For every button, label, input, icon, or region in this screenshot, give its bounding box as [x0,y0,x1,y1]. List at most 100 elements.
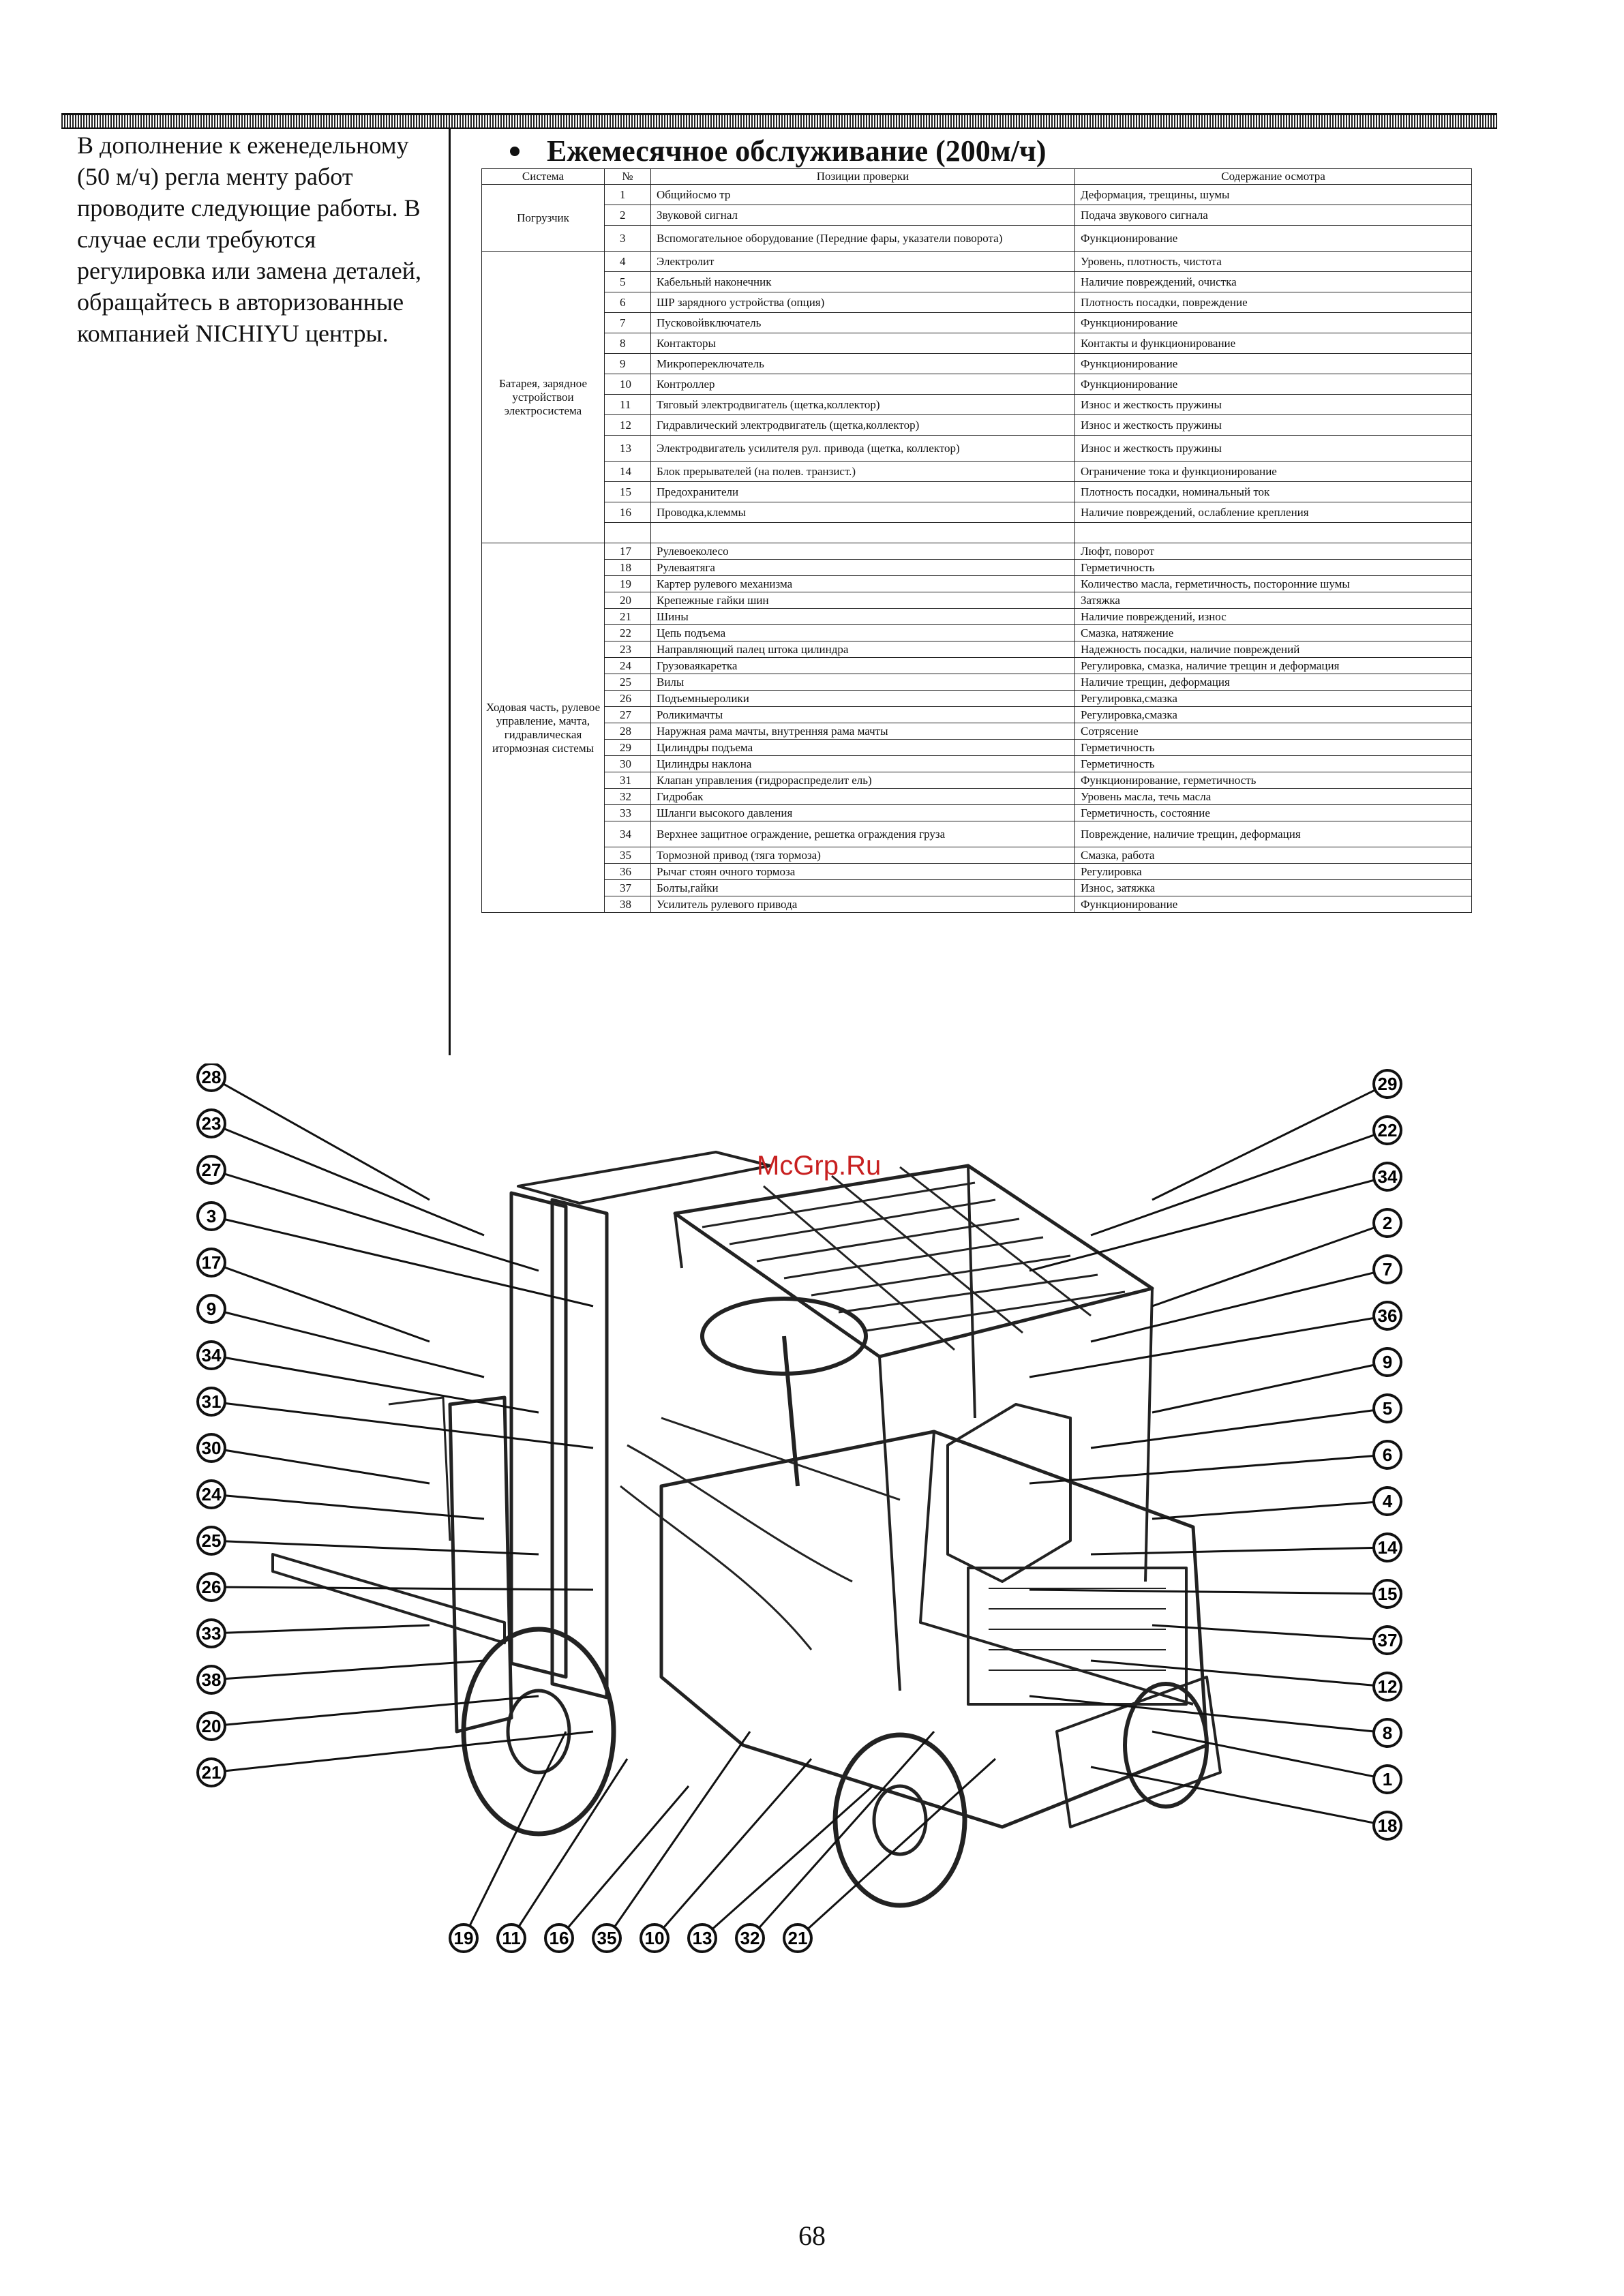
callout-31: 31 [196,1387,594,1449]
callout-circle [735,1923,765,1953]
row-number [604,522,651,543]
system-cell: Ходовая часть, рулевое управление, мачта… [481,543,605,913]
column-divider [449,128,451,1055]
check-item: Контакторы [650,333,1075,354]
bullet-icon [510,146,520,156]
leader-line [211,1447,430,1485]
inspection-content: Функционирование [1074,353,1472,374]
callout-label: 9 [207,1299,216,1319]
leader-line [211,1659,485,1681]
leader-line [211,1400,594,1449]
check-item: Картер рулевого механизма [650,575,1075,592]
callout-circle [1372,1069,1402,1099]
inspection-content [1074,522,1472,543]
callout-8: 8 [1029,1695,1402,1748]
column-header-content: Содержание осмотра [1074,168,1472,185]
callout-label: 1 [1383,1769,1392,1789]
check-item: Вспомогательное оборудование (Передние ф… [650,225,1075,252]
callout-label: 23 [202,1113,222,1134]
check-item: Контроллер [650,374,1075,395]
callout-21: 21 [783,1757,997,1953]
callout-circle [196,1155,226,1185]
row-number: 14 [604,461,651,482]
inspection-content: Функционирование [1074,312,1472,333]
callout-label: 12 [1378,1676,1398,1697]
check-item: Общийосмо тр [650,184,1075,205]
row-number: 8 [604,333,651,354]
callout-29: 29 [1152,1069,1402,1201]
leader-line [605,1731,751,1939]
callout-circle [196,1665,226,1695]
check-item: Тяговый электродвигатель (щетка,коллекто… [650,394,1075,415]
check-item: Грузоваякаретка [650,657,1075,674]
leader-line [796,1757,997,1939]
callout-circle [196,1572,226,1602]
inspection-content: Функционирование, герметичность [1074,772,1472,789]
callout-circle [1372,1625,1402,1655]
leader-line [211,1493,485,1520]
callout-circle [449,1923,479,1953]
inspection-content: Плотность посадки, номинальный ток [1074,481,1472,502]
inspection-content: Сотрясение [1074,723,1472,740]
callout-circle [1372,1532,1402,1562]
callout-label: 3 [207,1206,216,1226]
callout-label: 18 [1378,1815,1398,1836]
check-item: Крепежные гайки шин [650,592,1075,609]
callout-label: 22 [1378,1120,1398,1141]
callout-label: 2 [1383,1213,1392,1233]
row-number: 37 [604,879,651,896]
section-heading: Ежемесячное обслуживание (200м/ч) [510,134,1046,168]
leader-line [211,1624,430,1635]
check-item: Гидравлический электродвигатель (щетка,к… [650,414,1075,436]
inspection-content: Наличие повреждений, ослабление креплени… [1074,502,1472,523]
callout-28: 28 [196,1063,430,1201]
leader-line [1090,1766,1388,1827]
row-number: 17 [604,543,651,560]
row-number: 11 [604,394,651,415]
callout-circle [1372,1811,1402,1841]
row-number: 12 [604,414,651,436]
callout-label: 8 [1383,1723,1392,1743]
callout-10: 10 [640,1758,813,1953]
check-item: Электролит [650,251,1075,272]
watermark: McGrp.Ru [757,1151,882,1181]
callout-circle [1372,1115,1402,1145]
inspection-content: Надежность посадки, наличие повреждений [1074,641,1472,658]
row-number: 3 [604,225,651,252]
callout-circle [592,1923,622,1953]
row-number: 13 [604,435,651,462]
callout-37: 37 [1152,1624,1402,1655]
check-item: Проводка,клеммы [650,502,1075,523]
callout-26: 26 [196,1572,594,1602]
inspection-content: Герметичность [1074,559,1472,576]
callout-5: 5 [1090,1393,1402,1449]
leader-line [1152,1624,1388,1642]
callout-34: 34 [196,1340,539,1414]
table-row [482,522,1472,543]
callout-35: 35 [592,1731,751,1953]
check-item: Предохранители [650,481,1075,502]
callout-24: 24 [196,1479,485,1520]
callout-label: 34 [1378,1166,1398,1187]
inspection-content: Наличие трещин, деформация [1074,674,1472,691]
callout-label: 20 [202,1716,222,1736]
callout-circle [783,1923,813,1953]
row-number: 31 [604,772,651,789]
callout-label: 14 [1378,1537,1398,1558]
inspection-content: Регулировка, смазка, наличие трещин и де… [1074,657,1472,674]
row-number: 15 [604,481,651,502]
leader-line [1029,1588,1388,1595]
check-item: Подъемныеролики [650,690,1075,707]
leader-line [1090,1129,1388,1237]
